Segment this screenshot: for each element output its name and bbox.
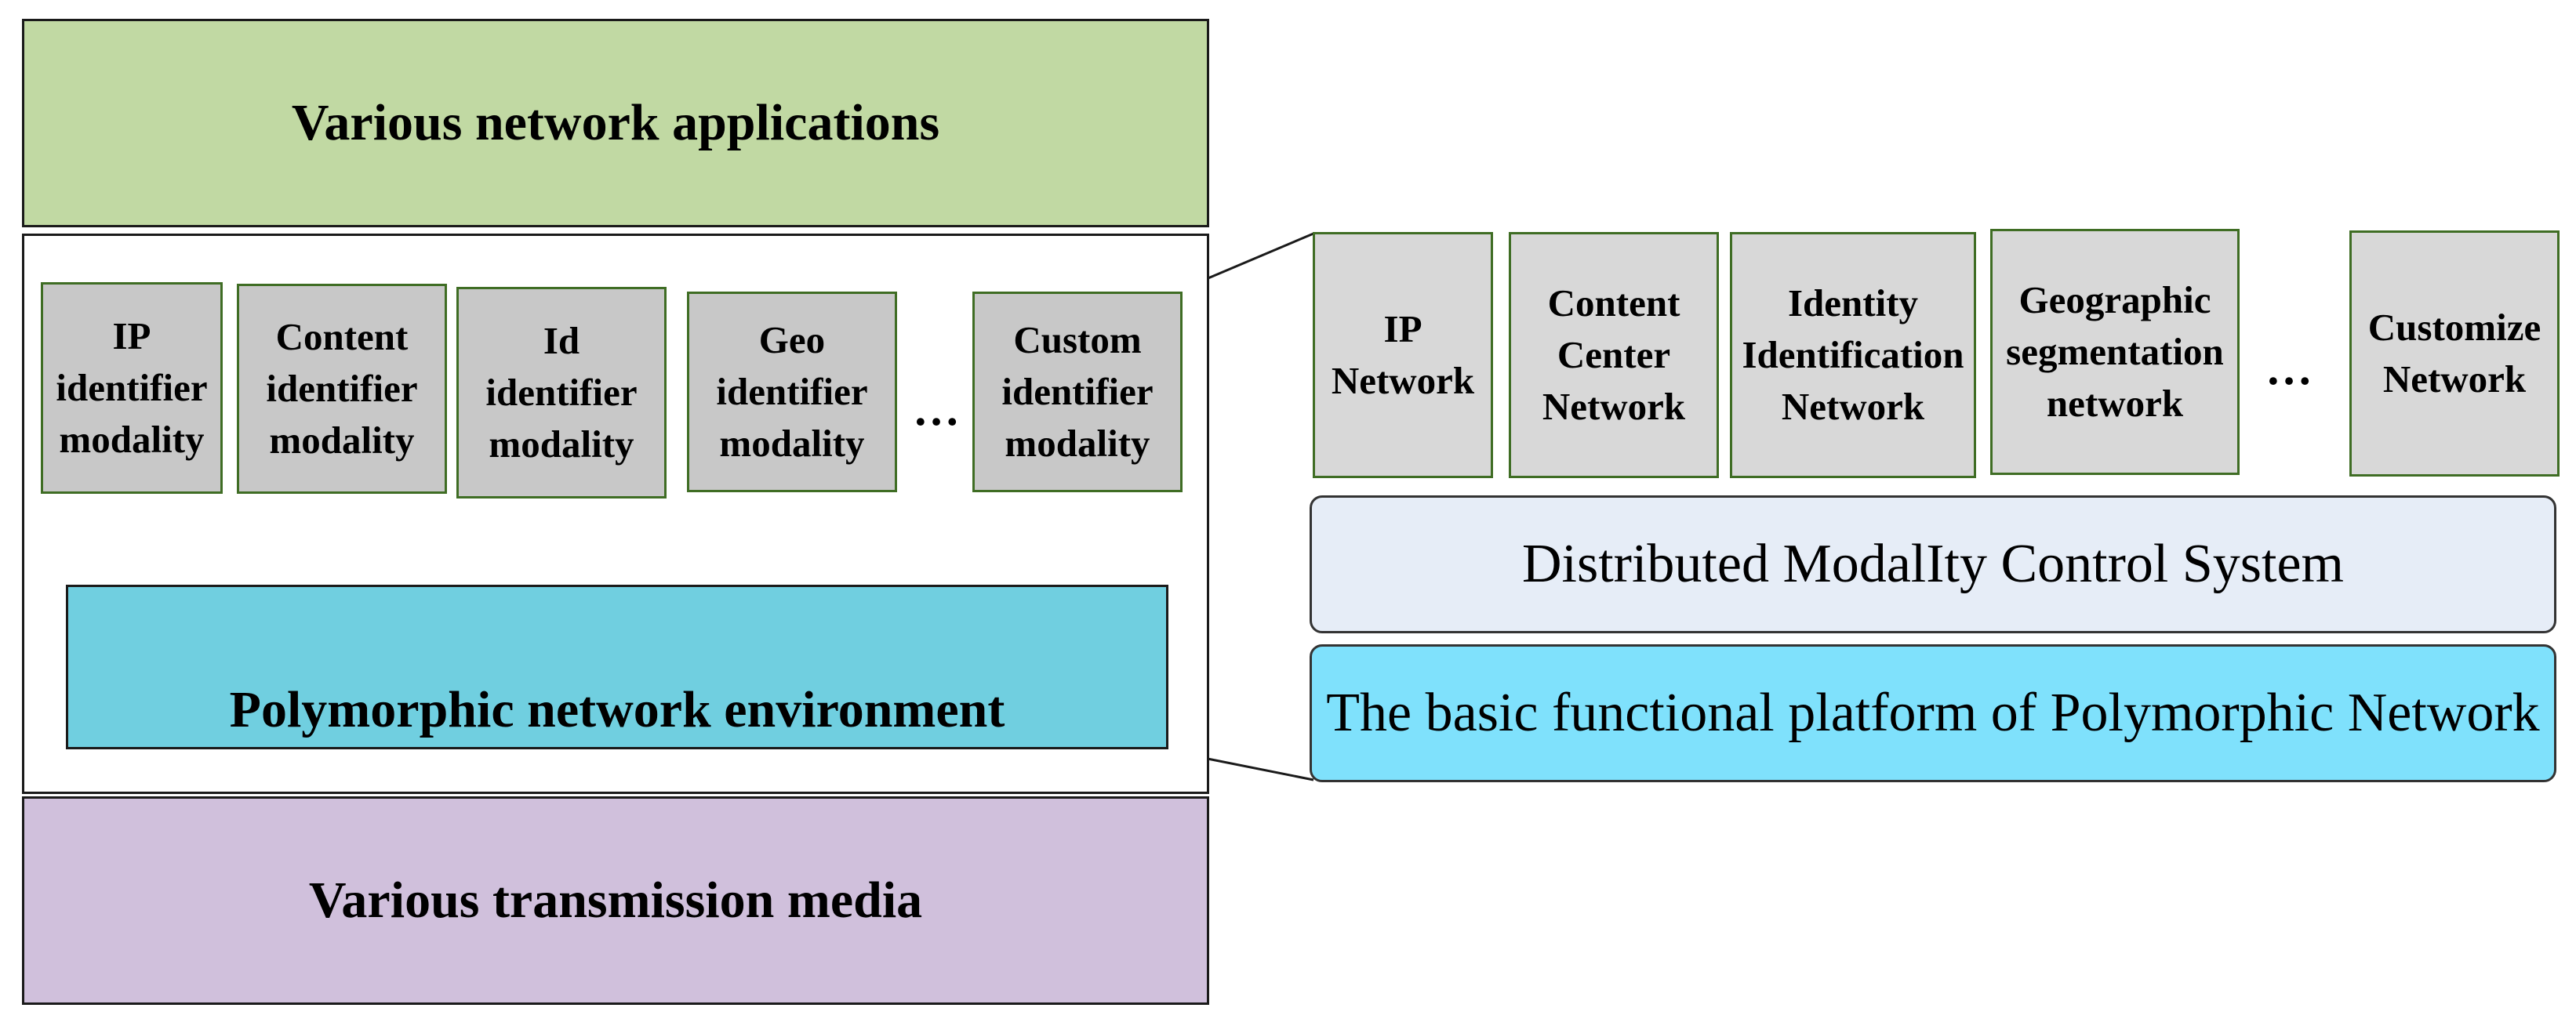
id-modality-box: Id identifier modality [456,287,667,498]
media-label: Various transmission media [308,872,923,929]
identity-identification-network-box: Identity Identification Network [1730,232,1976,478]
modality-line: Geo [758,318,826,361]
basic-platform-layer: The basic functional platform of Polymor… [1310,644,2556,782]
content-modality-box: Content identifier modality [237,284,447,494]
modality-ellipsis-text: … [913,382,961,435]
customize-network-box: Customize Network [2349,230,2560,477]
applications-label: Various network applications [291,94,940,151]
network-line: Customize [2367,306,2541,349]
modality-line: Content [275,315,409,358]
content-center-network-box: Content Center Network [1509,232,1719,478]
modality-line: IP [112,314,151,357]
network-line: network [2046,382,2184,425]
basic-platform-label: The basic functional platform of Polymor… [1326,683,2540,743]
modality-line: identifier [266,367,418,410]
modality-line: Custom [1013,318,1142,361]
transmission-media-layer: Various transmission media [22,796,1209,1005]
network-line: Network [1781,385,1925,428]
custom-modality-box: Custom identifier modality [972,292,1183,492]
modality-line: modality [719,422,865,465]
network-line: Network [1542,385,1686,428]
modality-line: identifier [56,366,208,409]
modality-line: modality [489,422,634,466]
control-system-layer: Distributed ModalIty Control System [1310,495,2556,633]
control-system-label: Distributed ModalIty Control System [1521,534,2345,594]
modality-line: modality [269,419,415,462]
geo-modality-box: Geo identifier modality [687,292,897,492]
network-line: Network [1331,359,1475,402]
polymorphic-environment-layer: Polymorphic network environment [66,585,1168,749]
environment-label: Polymorphic network environment [229,681,1005,738]
network-line: Center [1557,333,1671,376]
ip-network-box: IP Network [1313,232,1493,478]
geographic-segmentation-network-box: Geographic segmentation network [1990,229,2240,475]
network-line: Geographic [2018,278,2211,321]
network-ellipsis-text: … [2265,342,2314,394]
network-line: segmentation [2006,330,2224,373]
modality-line: modality [1005,422,1150,465]
modality-line: modality [59,418,205,461]
network-line: Content [1547,281,1680,324]
network-line: Identity [1787,281,1919,324]
network-line: Identification [1742,333,1964,376]
network-ellipsis: … [2258,343,2321,394]
network-line: Network [2382,357,2527,401]
modality-ellipsis: … [910,383,965,435]
modality-line: identifier [716,370,868,413]
applications-layer: Various network applications [22,19,1209,227]
modality-line: identifier [1001,370,1154,413]
ip-modality-box: IP identifier modality [41,282,223,494]
network-line: IP [1383,307,1422,350]
modality-line: identifier [485,371,638,414]
modality-line: Id [543,319,580,362]
